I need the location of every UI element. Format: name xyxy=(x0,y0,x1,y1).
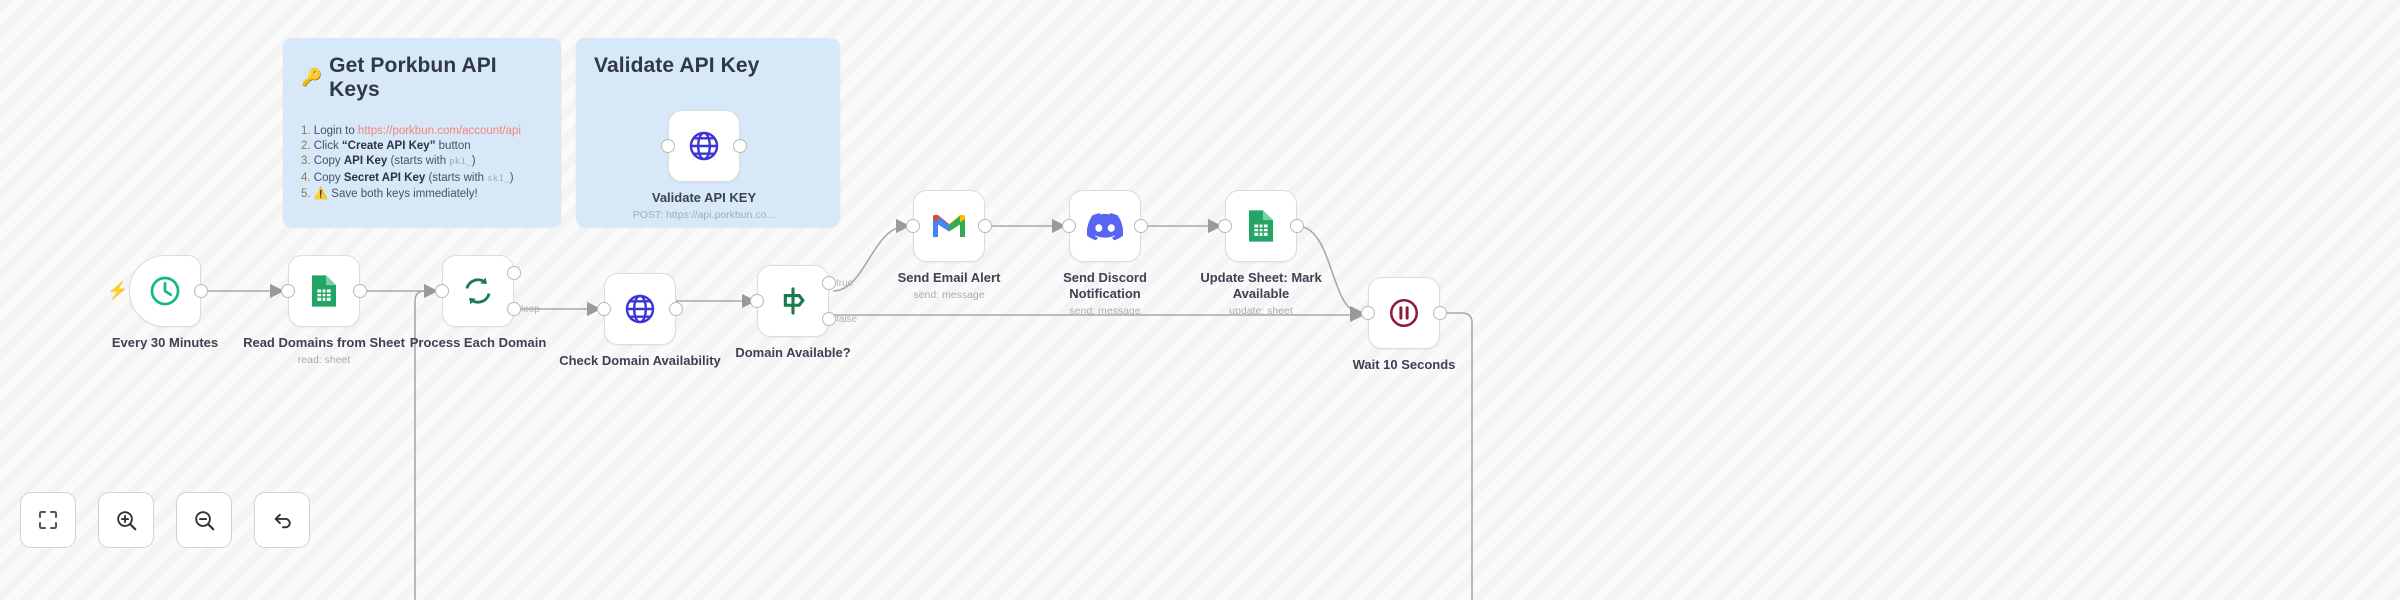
node-domain-available-switch[interactable]: true false Domain Available? xyxy=(735,265,857,360)
signpost-icon xyxy=(783,287,805,315)
google-sheets-icon xyxy=(312,275,336,307)
reset-button[interactable] xyxy=(254,492,310,548)
globe-icon xyxy=(625,294,655,324)
node-read-domains-from-sheet[interactable]: Read Domains from Sheet read: sheet xyxy=(243,255,405,366)
output-port[interactable] xyxy=(353,284,367,298)
node-update-sheet-mark-available[interactable]: Update Sheet: Mark Available update: she… xyxy=(1200,190,1322,317)
node-body[interactable] xyxy=(906,190,992,262)
pause-icon xyxy=(1389,298,1419,328)
node-body[interactable] xyxy=(435,255,521,327)
globe-icon xyxy=(689,131,719,161)
output-port[interactable] xyxy=(194,284,208,298)
list-item: 1. Login to https://porkbun.com/account/… xyxy=(301,125,521,137)
output-port[interactable] xyxy=(978,219,992,233)
input-port[interactable] xyxy=(281,284,295,298)
clock-icon xyxy=(150,276,180,306)
secret-key-prefix-code: sk1_ xyxy=(487,173,510,184)
output-port-loop[interactable] xyxy=(507,302,521,316)
zoom-out-button[interactable] xyxy=(176,492,232,548)
input-port[interactable] xyxy=(906,219,920,233)
node-body[interactable] xyxy=(129,255,208,327)
input-port[interactable] xyxy=(1361,306,1375,320)
node-schedule-trigger[interactable]: Every 30 Minutes xyxy=(112,255,218,350)
list-item: 3. Copy API Key (starts with pk1_) xyxy=(301,155,476,168)
node-label: Process Each Domain xyxy=(409,335,547,350)
list-item: 5. ⚠️ Save both keys immediately! xyxy=(301,187,478,200)
node-send-email-alert[interactable]: Send Email Alert send: message xyxy=(898,190,1000,301)
output-port-true[interactable] xyxy=(822,276,836,290)
porkbun-api-link[interactable]: https://porkbun.com/account/api xyxy=(357,125,521,137)
zoom-controls[interactable] xyxy=(20,492,310,548)
input-port[interactable] xyxy=(661,139,675,153)
google-sheets-icon xyxy=(1249,210,1273,242)
node-label: Send Discord Notification xyxy=(1063,270,1147,301)
list-item: 4. Copy Secret API Key (starts with sk1_… xyxy=(301,171,514,184)
edge-label-loop: loop xyxy=(521,304,540,315)
output-port-done[interactable] xyxy=(507,266,521,280)
sticky-note-steps: 1. Login to https://porkbun.com/account/… xyxy=(301,124,543,202)
sticky-note-porkbun-api-keys[interactable]: 🔑 Get Porkbun API Keys 1. Login to https… xyxy=(283,38,561,227)
zoom-out-icon xyxy=(194,510,214,530)
node-body[interactable] xyxy=(1218,190,1304,262)
node-wait-10-seconds[interactable]: Wait 10 Seconds xyxy=(1353,277,1455,372)
discord-icon xyxy=(1086,213,1124,241)
node-label: Validate API KEY xyxy=(651,190,757,205)
node-label: Check Domain Availability xyxy=(559,353,721,368)
undo-arrow-icon xyxy=(274,513,291,528)
node-process-each-domain[interactable]: loop Process Each Domain xyxy=(410,255,546,350)
node-sublabel: POST: https://api.porkbun.co... xyxy=(632,209,776,221)
output-port[interactable] xyxy=(1433,306,1447,320)
node-label: Read Domains from Sheet xyxy=(243,335,405,350)
output-port[interactable] xyxy=(669,302,683,316)
node-label: Wait 10 Seconds xyxy=(1352,357,1456,372)
input-port[interactable] xyxy=(1062,219,1076,233)
warning-icon-text: ⚠️ Save both keys immediately! xyxy=(313,187,478,200)
node-label: Domain Available? xyxy=(735,345,851,360)
output-port[interactable] xyxy=(1134,219,1148,233)
node-label: Every 30 Minutes xyxy=(111,335,219,350)
input-port[interactable] xyxy=(1218,219,1232,233)
fit-view-button[interactable] xyxy=(20,492,76,548)
key-icon: 🔑 xyxy=(301,68,323,87)
output-port[interactable] xyxy=(733,139,747,153)
edge-label-false: false xyxy=(836,314,858,325)
node-sublabel: send: message xyxy=(1069,305,1141,317)
node-send-discord-notification[interactable]: Send Discord Notification send: message xyxy=(1062,190,1148,317)
node-sublabel: send: message xyxy=(913,289,985,301)
node-validate-api-key[interactable]: Validate API KEY POST: https://api.porkb… xyxy=(633,110,775,221)
node-body[interactable] xyxy=(1062,190,1148,262)
node-sublabel: update: sheet xyxy=(1229,305,1293,317)
node-body[interactable] xyxy=(1361,277,1447,349)
output-port[interactable] xyxy=(1290,219,1304,233)
node-label: Update Sheet: Mark Available xyxy=(1200,270,1322,301)
input-port[interactable] xyxy=(597,302,611,316)
input-port[interactable] xyxy=(435,284,449,298)
node-check-domain-availability[interactable]: Check Domain Availability xyxy=(559,273,721,368)
sticky-note-title: Validate API Key xyxy=(594,54,760,77)
output-port-false[interactable] xyxy=(822,312,836,326)
node-body[interactable] xyxy=(597,273,683,345)
input-port[interactable] xyxy=(750,294,764,308)
node-sublabel: read: sheet xyxy=(297,354,351,366)
node-body[interactable] xyxy=(281,255,367,327)
zoom-in-button[interactable] xyxy=(98,492,154,548)
node-label: Send Email Alert xyxy=(897,270,1001,285)
node-body[interactable] xyxy=(750,265,836,337)
sticky-note-title: Get Porkbun API Keys xyxy=(329,54,497,101)
node-body[interactable] xyxy=(661,110,747,182)
edge-label-true: true xyxy=(836,278,854,289)
gmail-icon xyxy=(933,215,965,237)
zoom-in-icon xyxy=(116,510,136,530)
loop-icon xyxy=(465,277,491,305)
list-item: 2. Click “Create API Key” button xyxy=(301,140,471,153)
api-key-prefix-code: pk1_ xyxy=(449,157,472,168)
fit-view-icon xyxy=(39,511,57,529)
lightning-bolt-icon: ⚡ xyxy=(107,281,129,300)
